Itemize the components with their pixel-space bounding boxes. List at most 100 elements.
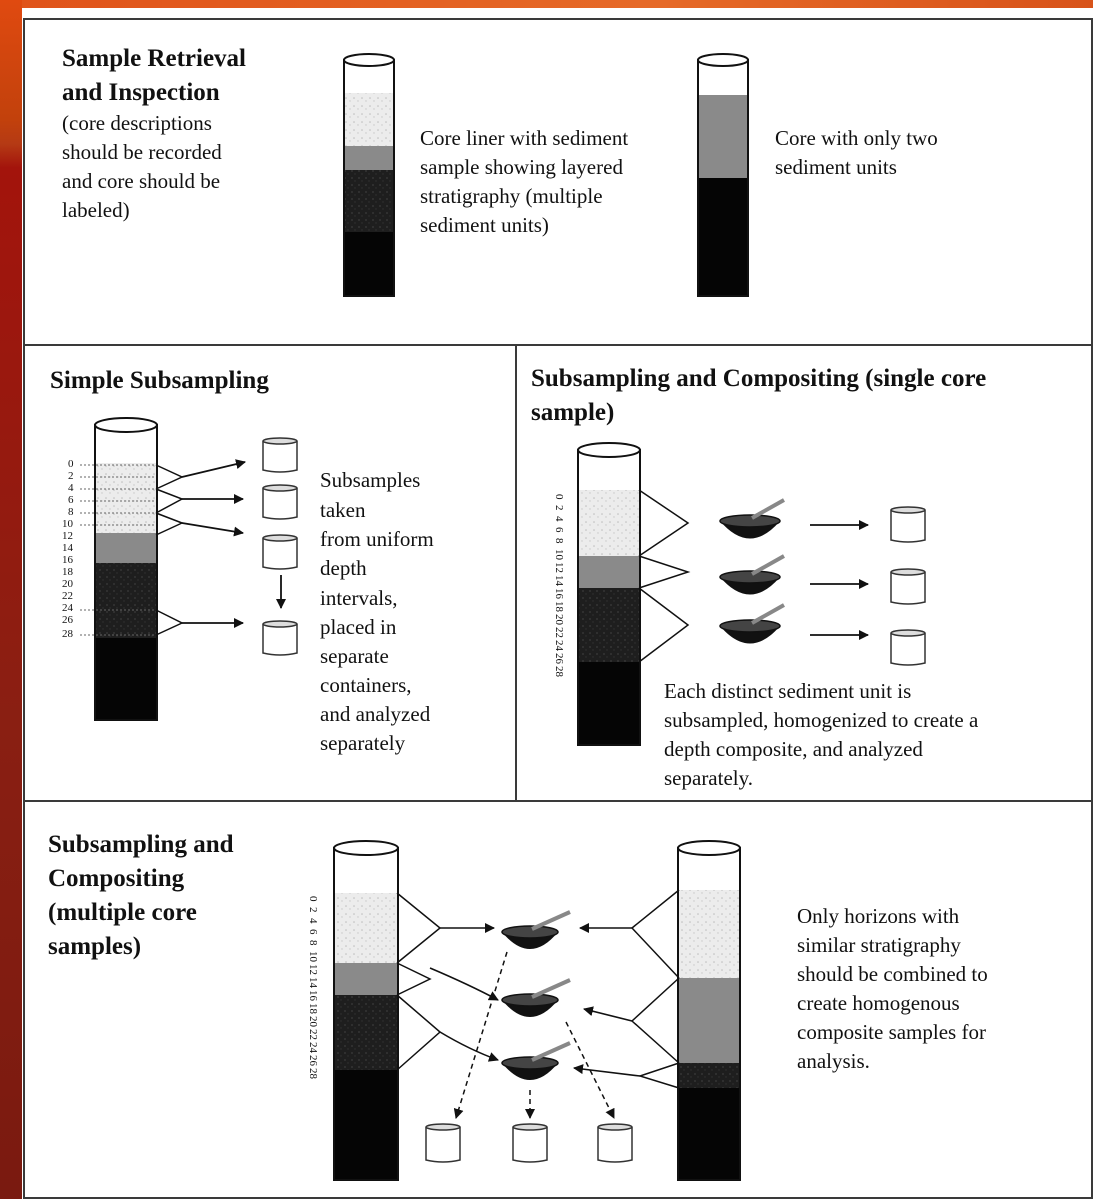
- mixing-bowl-icon: [719, 554, 785, 595]
- depth-label: 28: [62, 628, 74, 640]
- sample-jar-icon: [890, 506, 926, 543]
- depth-label: 24: [62, 602, 74, 614]
- layered-core-caption-line4: sediment units): [420, 213, 549, 237]
- single-core-brackets: [638, 489, 691, 663]
- multi-core-dashed-arrows: [453, 951, 615, 1119]
- multi-left-core-tube: [333, 840, 399, 1181]
- simple-caption-line: from uniform: [320, 527, 434, 551]
- simple-caption-line: containers,: [320, 673, 412, 697]
- depth-label: 6: [553, 527, 565, 533]
- simple-core-tube: [80, 417, 158, 721]
- depth-label: 2: [68, 470, 74, 482]
- sample-jar-icon: [512, 1123, 548, 1163]
- sample-jar-icon: [262, 437, 298, 473]
- retrieval-note-line3: and core should be: [62, 169, 221, 193]
- simple-caption-line: depth: [320, 556, 367, 580]
- slide-sidebar-accent: [0, 0, 22, 1199]
- depth-label: 8: [68, 506, 74, 518]
- multi-core-caption-line: Only horizons with: [797, 904, 960, 928]
- depth-label: 16: [62, 554, 74, 566]
- depth-label: 10: [553, 549, 565, 561]
- mixing-bowl-icon: [501, 978, 571, 1017]
- depth-label: 22: [307, 1029, 319, 1040]
- multi-core-arrows: [429, 923, 641, 1077]
- depth-label: 26: [62, 614, 74, 626]
- multi-core-title-line: (multiple core: [48, 899, 197, 926]
- sample-jar-icon: [262, 484, 298, 520]
- single-core-depth-scale: 0 2 4 6 8 10 12 14 16 18 20 22 24 26 28: [553, 494, 565, 678]
- single-core-title-line2: sample): [531, 399, 615, 426]
- retrieval-note-line4: labeled): [62, 198, 130, 222]
- depth-label: 20: [62, 578, 74, 590]
- depth-label: 24: [553, 640, 565, 652]
- single-core-title-line1: Subsampling and Compositing (single core: [531, 365, 987, 392]
- simple-subsampling-title: Simple Subsampling: [50, 367, 269, 394]
- sample-jar-icon: [262, 534, 298, 570]
- single-core-caption-line: depth composite, and analyzed: [664, 737, 923, 761]
- depth-label: 4: [68, 482, 74, 494]
- multi-right-core-tube: [677, 840, 741, 1181]
- multi-core-caption-line: composite samples for: [797, 1020, 986, 1044]
- depth-label: 12: [307, 964, 319, 975]
- depth-label: 14: [307, 977, 319, 989]
- depth-label: 26: [553, 653, 565, 665]
- sample-jar-icon: [262, 620, 298, 656]
- multi-core-title-line: Subsampling and: [48, 831, 234, 858]
- retrieval-title-line2: and Inspection: [62, 79, 220, 106]
- depth-label: 0: [68, 458, 74, 470]
- simple-caption-line: separate: [320, 644, 389, 668]
- layered-core-caption-line1: Core liner with sediment: [420, 126, 629, 150]
- simple-caption-line: placed in: [320, 615, 397, 639]
- depth-label: 18: [307, 1003, 319, 1015]
- depth-label: 4: [553, 516, 565, 522]
- depth-label: 14: [553, 575, 565, 587]
- depth-label: 18: [553, 601, 565, 613]
- simple-depth-scale: 0 2 4 6 8 10 12 14 16 18 20 22 24 26 28: [62, 458, 74, 640]
- panel-sample-retrieval: [23, 18, 1093, 346]
- depth-label: 16: [553, 588, 565, 600]
- multi-core-caption-line: create homogenous: [797, 991, 960, 1015]
- layered-core-caption-line2: sample showing layered: [420, 155, 623, 179]
- depth-label: 2: [307, 907, 319, 913]
- depth-label: 6: [307, 929, 319, 935]
- depth-label: 28: [307, 1068, 319, 1080]
- sample-jar-icon: [425, 1123, 461, 1163]
- depth-label: 0: [307, 896, 319, 902]
- two-unit-core-tube: [697, 53, 749, 297]
- sample-jar-icon: [597, 1123, 633, 1163]
- depth-label: 22: [553, 627, 565, 638]
- top-accent-strip: [0, 0, 1093, 8]
- single-core-arrows: [810, 520, 869, 640]
- retrieval-note-line2: should be recorded: [62, 140, 222, 164]
- depth-label: 10: [62, 518, 74, 530]
- simple-caption-line: separately: [320, 731, 406, 755]
- retrieval-title-line1: Sample Retrieval: [62, 45, 246, 72]
- sample-jar-icon: [890, 568, 926, 605]
- depth-label: 14: [62, 542, 74, 554]
- single-core-caption-line: subsampled, homogenized to create a: [664, 708, 979, 732]
- mixing-bowl-icon: [501, 910, 571, 949]
- two-unit-core-caption-line2: sediment units: [775, 155, 897, 179]
- depth-label: 18: [62, 566, 74, 578]
- multi-core-title-line: samples): [48, 933, 142, 960]
- depth-label: 2: [553, 505, 565, 511]
- depth-label: 8: [307, 940, 319, 946]
- depth-label: 12: [553, 562, 565, 573]
- retrieval-note-line1: (core descriptions: [62, 111, 212, 135]
- depth-label: 20: [307, 1016, 319, 1028]
- simple-caption-line: and analyzed: [320, 702, 431, 726]
- two-unit-core-caption-line1: Core with only two: [775, 126, 938, 150]
- simple-caption-line: intervals,: [320, 586, 398, 610]
- depth-label: 22: [62, 590, 73, 602]
- simple-caption-line: taken: [320, 498, 366, 522]
- mixing-bowl-icon: [719, 498, 785, 539]
- depth-label: 12: [62, 530, 73, 542]
- depth-label: 16: [307, 990, 319, 1002]
- depth-label: 4: [307, 918, 319, 924]
- multi-core-depth-scale: 0 2 4 6 8 10 12 14 16 18 20 22 24 26 28: [307, 896, 319, 1080]
- simple-subsample-brackets: [155, 464, 184, 636]
- single-core-tube: [577, 442, 641, 746]
- depth-label: 20: [553, 614, 565, 626]
- simple-arrows: [181, 459, 286, 628]
